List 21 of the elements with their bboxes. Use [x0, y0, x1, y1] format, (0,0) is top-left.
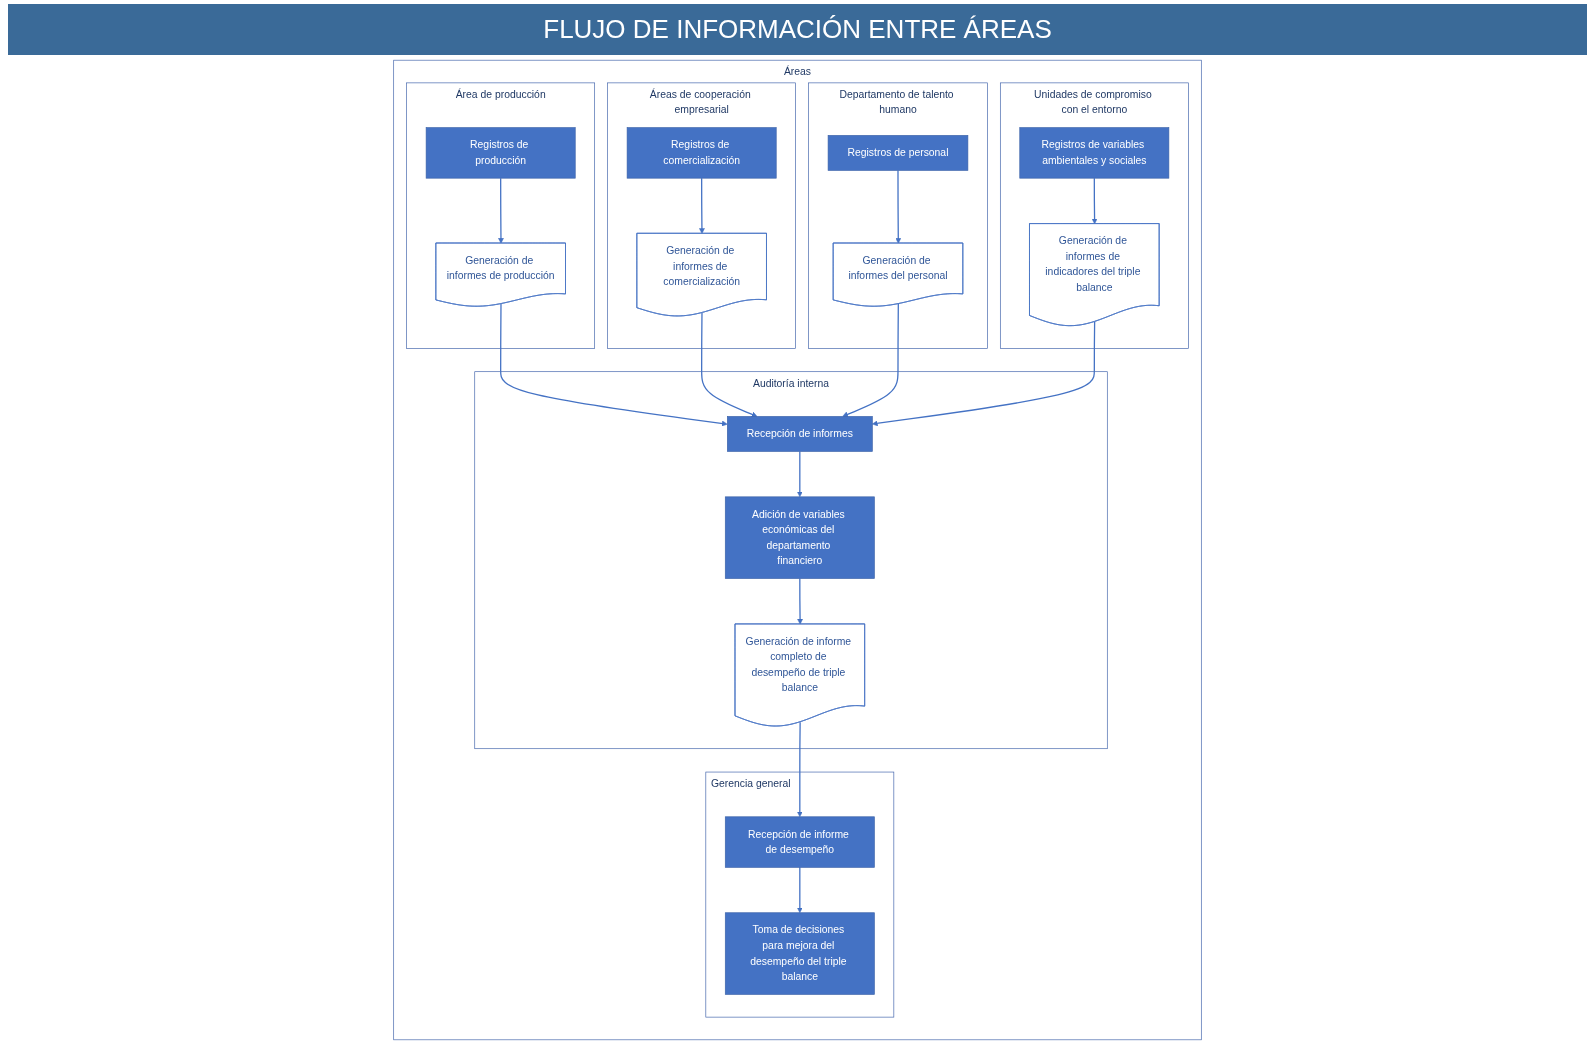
node-box: Adición de variables económicas del departamento financiero: [724, 496, 875, 579]
arrow: [701, 312, 758, 418]
arrow: [797, 577, 803, 625]
node-box: Registros de comercialización: [626, 127, 777, 179]
node-box: Toma de decisiones para mejora del desempeño del triple balance: [724, 912, 875, 995]
arrow: [796, 866, 803, 913]
arrow: [842, 303, 899, 418]
arrow: [1091, 177, 1098, 225]
arrow: [498, 177, 504, 244]
arrow: [895, 169, 902, 244]
arrow: [796, 450, 803, 498]
node-box: Registros de producción: [425, 127, 576, 179]
arrow: [796, 721, 803, 818]
node-box: Registros de personal: [827, 135, 969, 171]
node-box: Registros de variables ambientales y sociales: [1019, 127, 1170, 179]
arrow: [500, 303, 728, 427]
arrow: [699, 177, 705, 234]
arrow: [872, 321, 1096, 427]
title-banner: FLUJO DE INFORMACIÓN ENTRE ÁREAS: [8, 4, 1587, 55]
node-box: Recepción de informes: [727, 416, 873, 452]
node-box: Recepción de informe de desempeño: [724, 816, 875, 868]
